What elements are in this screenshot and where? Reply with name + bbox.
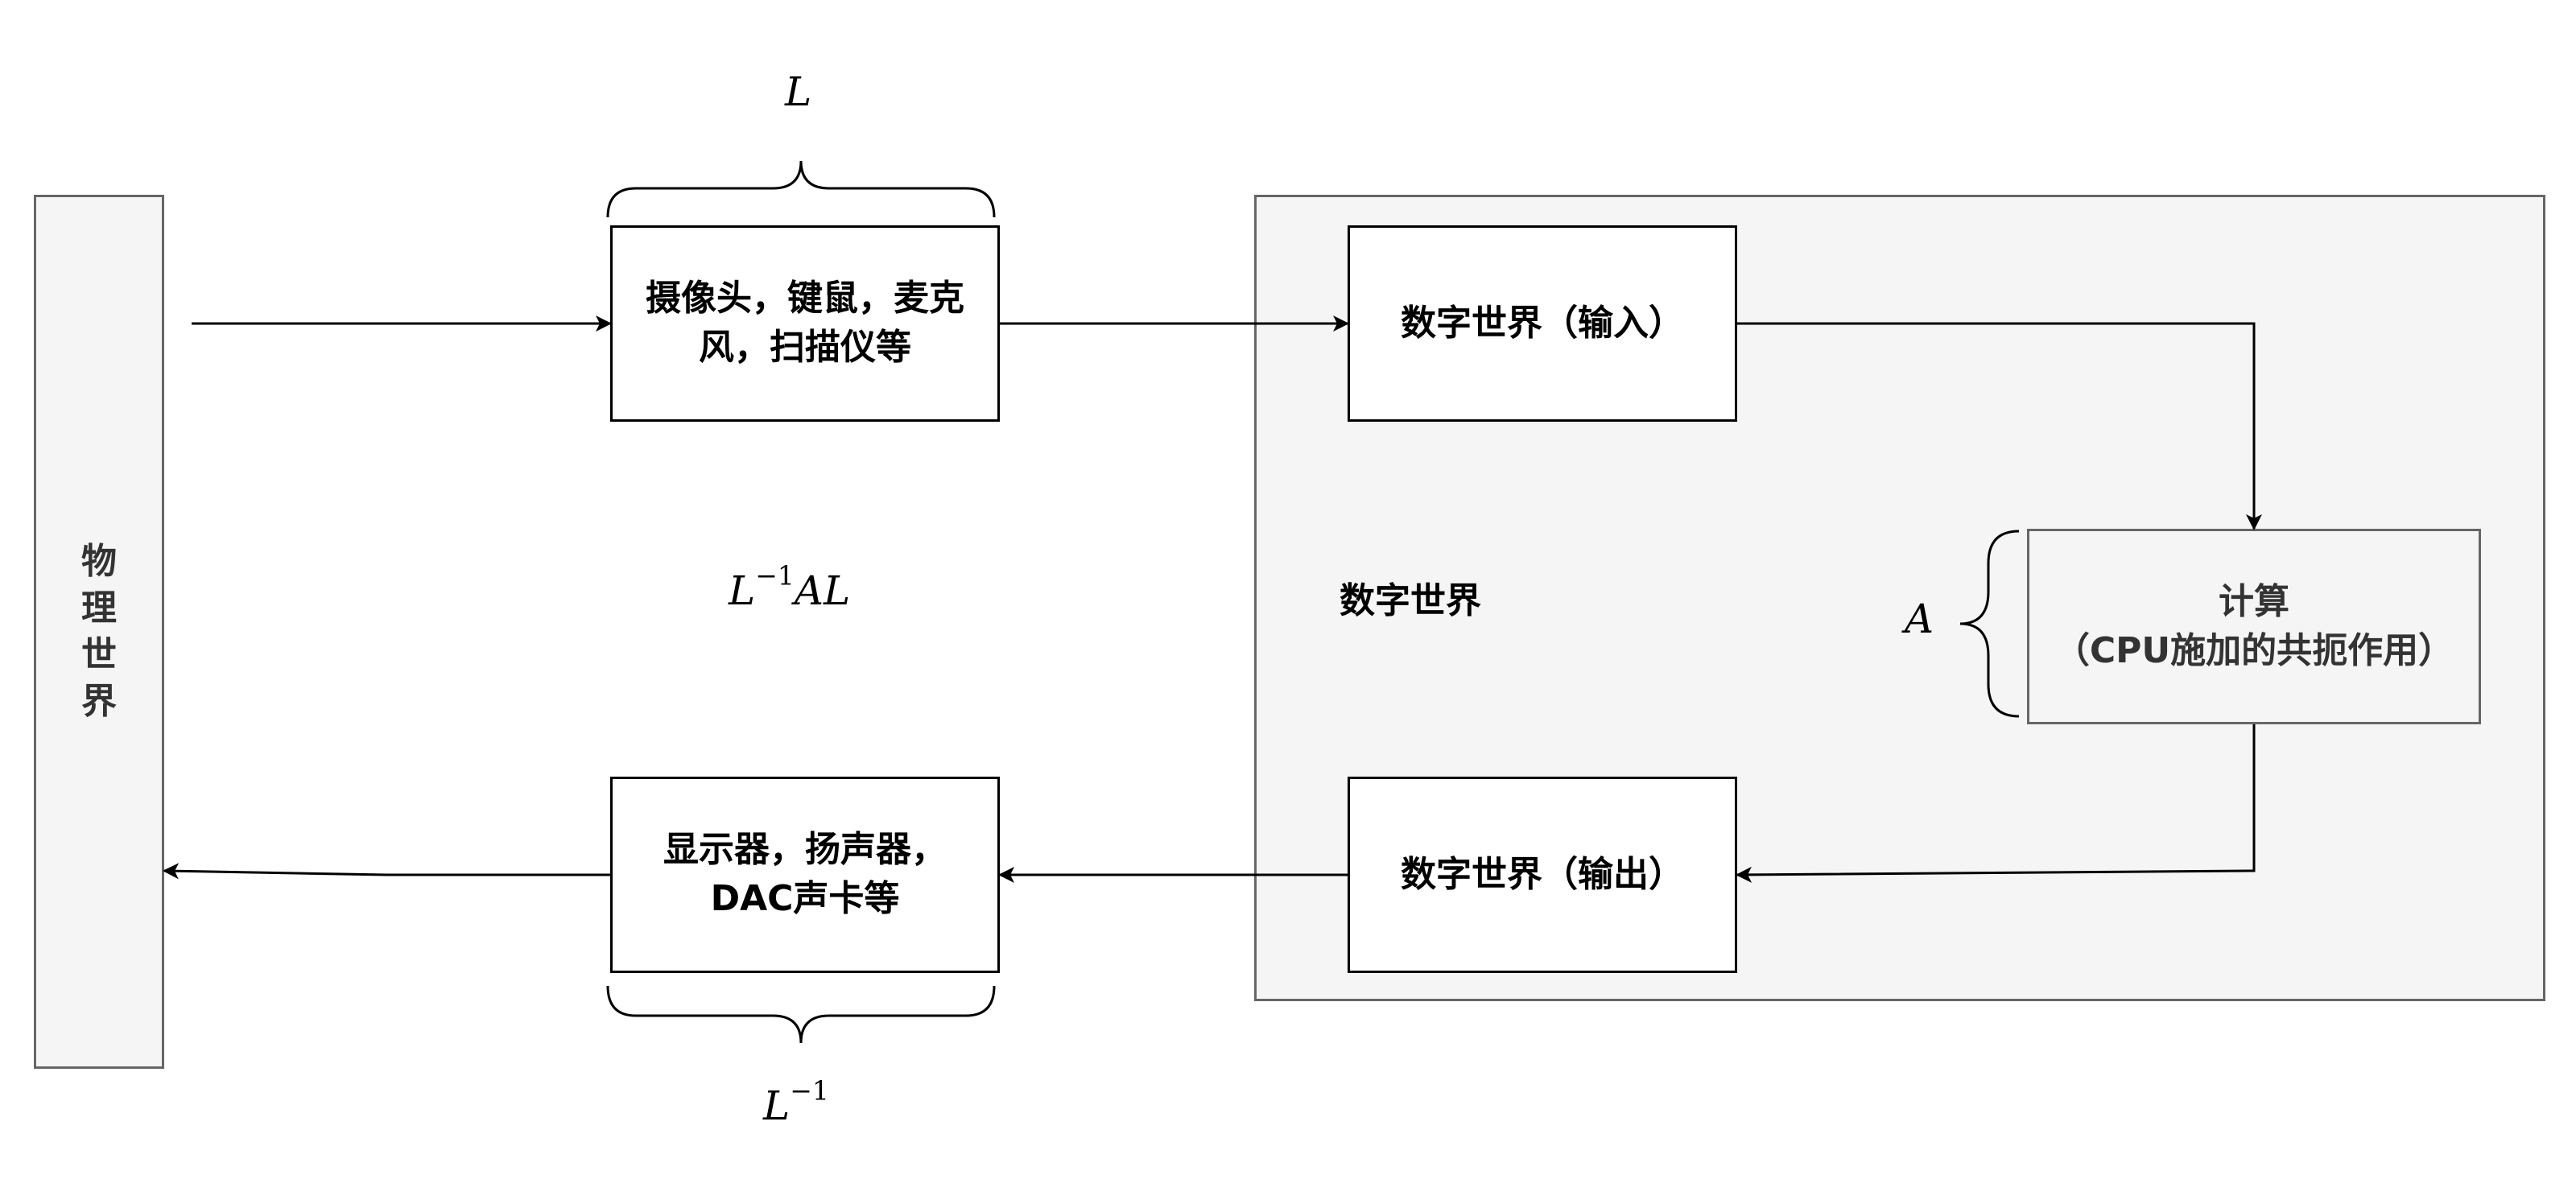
digital-input-node: 数字世界（输入） [1348, 225, 1737, 422]
label-A-text: A [1905, 596, 1934, 642]
label-conjugation-exp: −1 [755, 559, 795, 592]
label-conjugation: L−1AL [729, 562, 851, 614]
digital-output-node: 数字世界（输出） [1348, 777, 1737, 973]
label-L-inverse: L−1 [763, 1077, 829, 1129]
label-L: L [785, 68, 811, 115]
label-conjugation-base: L [729, 567, 756, 614]
label-conjugation-rest: AL [794, 567, 851, 614]
arrow-compute-to-digital-output [1736, 724, 2256, 883]
physical-world-box [34, 195, 164, 1069]
digital-world-label: 数字世界 [1340, 580, 1481, 621]
label-L-inverse-exp: −1 [790, 1074, 829, 1107]
brace-top-L [606, 160, 996, 218]
output-devices-node: 显示器，扬声器， DAC声卡等 [610, 777, 1000, 973]
brace-bottom-L-inverse [606, 985, 996, 1044]
label-L-text: L [785, 68, 812, 115]
physical-world-label: 物 理 世 界 [81, 541, 117, 722]
arrow-output-devices-to-physical [163, 863, 610, 880]
brace-left-A [1959, 530, 2020, 718]
compute-node: 计算 （CPU施加的共扼作用） [2027, 529, 2481, 724]
label-A: A [1905, 596, 1934, 642]
input-devices-node: 摄像头，键鼠，麦克 风，扫描仪等 [610, 225, 1000, 422]
arrow-digital-input-to-compute [1737, 322, 2262, 530]
label-L-inverse-base: L [763, 1082, 791, 1129]
